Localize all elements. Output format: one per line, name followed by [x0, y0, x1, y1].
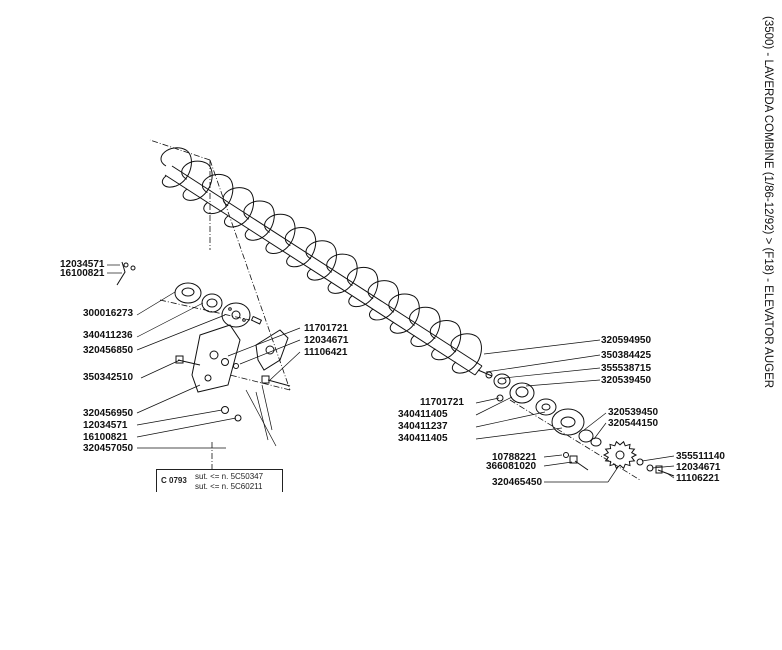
part-label: 11701721: [420, 397, 464, 408]
auger-flight: [305, 240, 337, 281]
part-label: 320457050: [83, 443, 134, 454]
auger-flight: [388, 293, 420, 334]
housing-r: [509, 382, 535, 404]
part-label: 320465450: [492, 477, 543, 488]
part-label: 11701721: [304, 323, 348, 334]
part-label: 320544150: [608, 418, 659, 429]
auger-flight: [450, 333, 482, 374]
reference-note: sut. <= n. 5C60211: [195, 482, 263, 491]
auger-flight: [160, 147, 192, 188]
part-label: 340411236: [83, 330, 133, 341]
part-label: 355511140: [676, 451, 725, 462]
part-label: 320594950: [601, 335, 652, 346]
part-label: 12034571: [60, 259, 105, 270]
bearing-r: [493, 373, 511, 389]
auger-flight: [284, 227, 317, 268]
part-label: 16100821: [60, 268, 105, 279]
auger-flight: [222, 187, 255, 228]
part-label: 320539450: [608, 407, 659, 418]
part-label: 340411405: [398, 409, 448, 420]
auger-flight: [326, 253, 358, 294]
auger-flight: [429, 320, 462, 361]
auger-flight: [243, 200, 275, 241]
left-bearing-group: [116, 261, 291, 422]
part-label: 350342510: [83, 372, 134, 383]
part-label: 340411405: [398, 433, 448, 444]
flange: [221, 302, 251, 328]
part-label: 12034671: [676, 462, 721, 473]
document-title: (3500) - LAVERDA COMBINE (1/86-12/92) > …: [752, 16, 782, 416]
bearing-housing: [174, 282, 202, 304]
document-title-text: (3500) - LAVERDA COMBINE (1/86-12/92) > …: [762, 16, 774, 389]
auger-flights: [160, 147, 482, 374]
part-label: 350384425: [601, 350, 652, 361]
auger-flight: [181, 160, 213, 201]
reference-box: C 0793 sut. <= n. 5C50347 sut. <= n. 5C6…: [156, 469, 283, 492]
part-label: 10788221: [492, 452, 537, 463]
part-label: 12034671: [304, 335, 349, 346]
auger-flight: [409, 306, 441, 347]
gear-hub: [615, 450, 625, 460]
auger-flight: [201, 174, 234, 215]
part-label: 300016273: [83, 308, 134, 319]
bearing: [201, 293, 223, 313]
part-label: 12034571: [83, 420, 128, 431]
auger-flight: [367, 280, 400, 321]
part-label: 366081020: [486, 461, 537, 472]
leader-lines: [107, 264, 675, 483]
auger-flight: [346, 267, 379, 308]
bracket-plate: [191, 324, 241, 393]
reference-code: C 0793: [161, 476, 187, 485]
cover-r: [551, 408, 585, 436]
part-label: 355538715: [601, 363, 652, 374]
part-label: 11106221: [676, 473, 720, 484]
part-label: 340411237: [398, 421, 448, 432]
part-label: 320456950: [83, 408, 134, 419]
gear-teeth: [602, 440, 638, 470]
reference-note: sut. <= n. 5C50347: [195, 472, 264, 481]
support-plate: [255, 329, 289, 371]
part-label: 11106421: [304, 347, 348, 358]
part-label: 320456850: [83, 345, 134, 356]
auger-flight: [264, 213, 296, 254]
sprocket-gear: [602, 440, 638, 470]
part-label: 320539450: [601, 375, 652, 386]
part-label: 16100821: [83, 432, 128, 443]
